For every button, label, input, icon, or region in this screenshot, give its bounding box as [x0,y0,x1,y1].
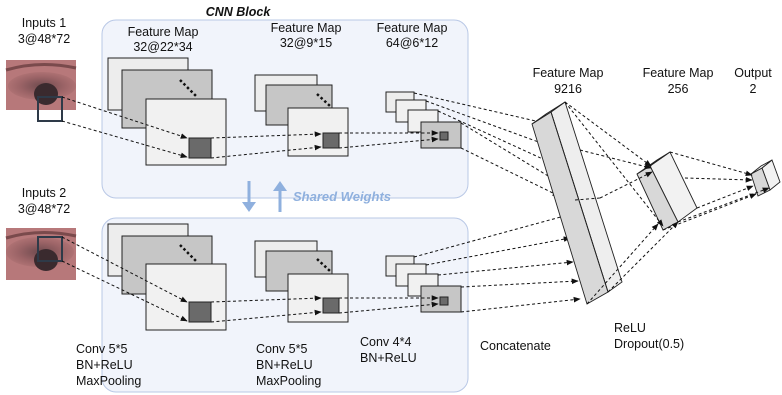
fc-connectors-256-output [662,151,770,231]
feature-map-1-shape: 32@22*34 [133,40,192,54]
fc-layer-9216 [531,101,623,305]
feature-map-4-title: Feature Map [533,66,604,80]
conv-stage-1-top [107,57,227,166]
shared-weights-label: Shared Weights [293,189,391,204]
input-1-eye-image [5,60,77,122]
feature-map-2-title: Feature Map [271,21,342,35]
conv-stage-3-top [385,91,462,149]
concatenate-connectors [413,92,581,313]
cnn-block-title: CNN Block [206,5,272,19]
layer-2-op-3: MaxPooling [256,374,321,388]
layer-1-op-1: Conv 5*5 [76,342,127,356]
feature-map-3-title: Feature Map [377,21,448,35]
input-2-title: Inputs 2 [22,186,67,200]
conv-stage-2-top [254,74,349,157]
concatenate-label: Concatenate [480,339,551,353]
conv-connectors [61,96,439,323]
feature-map-4-shape: 9216 [554,82,582,96]
feature-map-3-shape: 64@6*12 [386,36,438,50]
output-layer [750,159,781,197]
input-1-title: Inputs 1 [22,16,67,30]
layer-2-op-2: BN+ReLU [256,358,313,372]
layer-1-op-3: MaxPooling [76,374,141,388]
feature-map-1-title: Feature Map [128,25,199,39]
layer-3-op-2: BN+ReLU [360,351,417,365]
fc-op-dropout: Dropout(0.5) [614,337,684,351]
input-2-shape: 3@48*72 [18,202,70,216]
conv-stage-3-bottom [385,255,462,313]
feature-map-2-shape: 32@9*15 [280,36,332,50]
feature-map-5-shape: 256 [668,82,689,96]
layer-3-op-1: Conv 4*4 [360,335,411,349]
fc-connectors-9216-256 [564,101,679,305]
fc-layer-256 [636,151,698,231]
fc-op-relu: ReLU [614,321,646,335]
input-2-eye-image [5,228,77,280]
input-1-shape: 3@48*72 [18,32,70,46]
layer-1-op-2: BN+ReLU [76,358,133,372]
layer-2-op-1: Conv 5*5 [256,342,307,356]
feature-map-5-title: Feature Map [643,66,714,80]
output-size: 2 [750,82,757,96]
output-title: Output [734,66,772,80]
shared-weights-arrows [242,181,287,212]
